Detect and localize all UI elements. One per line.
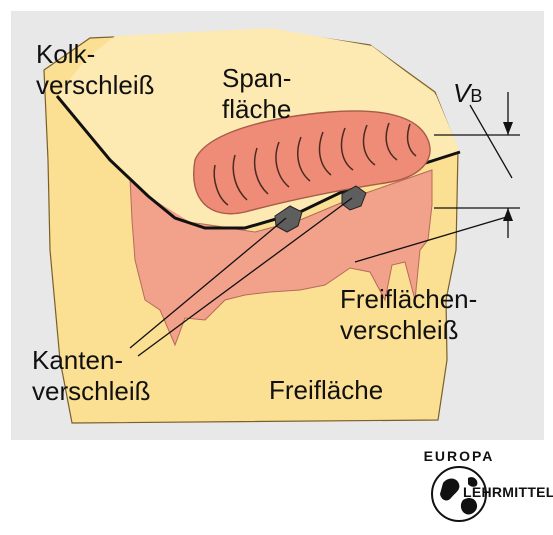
label-kantenverschleiss: Kanten- verschleiß [32, 345, 151, 406]
leader-line [129, 217, 287, 349]
vb-arrow [503, 122, 513, 135]
label-vb-main: V [453, 78, 471, 108]
europa-lehrmittel-logo: EUROPA LEHRMITTEL [413, 448, 553, 530]
leader-line [137, 197, 353, 357]
label-vb: VB [453, 78, 482, 112]
label-spanflaeche: Span- fläche [222, 63, 292, 124]
flank-wear-zone [129, 169, 433, 347]
edge-wear-mark [341, 185, 367, 211]
leader-line [354, 215, 511, 263]
logo-text-lehrmittel: LEHRMITTEL [463, 484, 553, 500]
label-freiflaeche: Freifläche [269, 375, 384, 405]
label-vb-sub: B [470, 86, 483, 106]
label-kolkverschleiss: Kolk- verschleiß [36, 39, 155, 100]
vb-leader-line [469, 104, 513, 179]
globe-icon [431, 466, 487, 522]
label-freiflaechenverschleiss: Freiflächen- verschleiß [340, 284, 478, 345]
logo-text-europa: EUROPA [423, 448, 495, 464]
crater-wear [193, 110, 431, 215]
vb-arrow [503, 208, 513, 221]
